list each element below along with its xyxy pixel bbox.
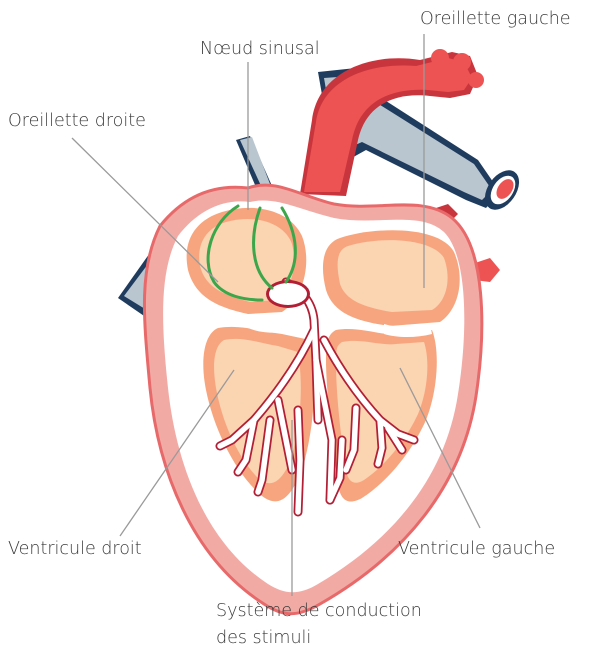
- label-right-atrium: Oreillette droite: [8, 110, 146, 132]
- label-left-ventricle: Ventricule gauche: [398, 538, 555, 560]
- superior-vena-cava: [236, 136, 272, 192]
- label-conduction-line2: des stimuli: [216, 627, 311, 649]
- label-right-ventricle: Ventricule droit: [8, 538, 142, 560]
- label-conduction-line1: Système de conduction: [216, 600, 422, 622]
- left-atrium-chamber: [323, 230, 460, 326]
- label-left-atrium: Oreillette gauche: [420, 8, 571, 30]
- label-sinoatrial-node: Nœud sinusal: [200, 38, 320, 60]
